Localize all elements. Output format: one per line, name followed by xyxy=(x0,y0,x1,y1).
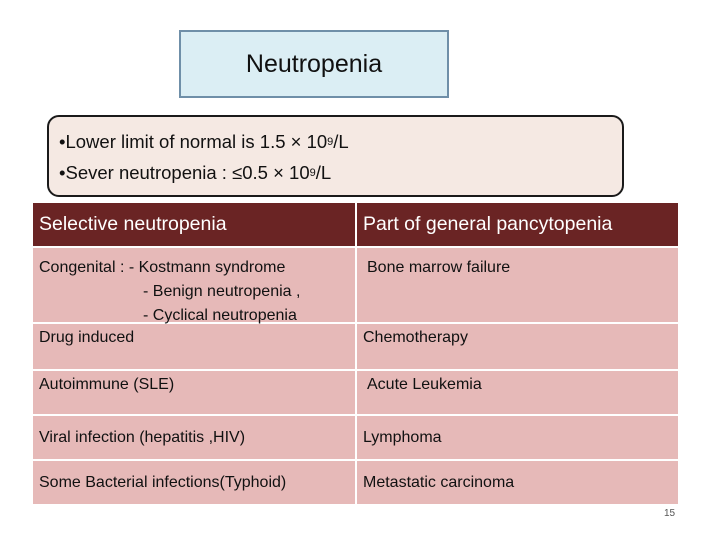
congenital-cell: Congenital : - Kostmann syndrome - Benig… xyxy=(33,248,355,324)
bone-marrow-failure-cell: Bone marrow failure xyxy=(355,248,678,322)
definition-line-lower-limit: •Lower limit of normal is 1.5 × 109/L xyxy=(59,131,349,152)
table-cell: Lymphoma xyxy=(355,416,678,459)
slide-title-box: Neutropenia xyxy=(179,30,449,98)
congenital-line: Congenital : - Kostmann syndrome xyxy=(39,259,286,276)
table-cell: Viral infection (hepatitis ,HIV) xyxy=(33,416,355,459)
congenital-line: - Benign neutropenia , xyxy=(143,283,301,300)
slide-title: Neutropenia xyxy=(245,49,383,78)
table-header-row: Selective neutropenia Part of general pa… xyxy=(33,203,678,248)
table-cell: Drug induced xyxy=(33,324,355,369)
table-row: Some Bacterial infections(Typhoid) Metas… xyxy=(33,461,678,506)
table-cell: Autoimmune (SLE) xyxy=(33,371,355,414)
definition-box: •Lower limit of normal is 1.5 × 109/L •S… xyxy=(47,115,624,197)
table-row: Autoimmune (SLE) Acute Leukemia xyxy=(33,371,678,416)
table-cell: Metastatic carcinoma xyxy=(355,461,678,504)
table-cell: Acute Leukemia xyxy=(355,371,678,414)
definition-line-severe: •Sever neutropenia : ≤0.5 × 109/L xyxy=(59,162,332,183)
page-number: 15 xyxy=(664,508,676,519)
table-cell: Chemotherapy xyxy=(355,324,678,369)
table-row: Drug induced Chemotherapy xyxy=(33,324,678,371)
table-row: Viral infection (hepatitis ,HIV) Lymphom… xyxy=(33,416,678,461)
table-cell: Some Bacterial infections(Typhoid) xyxy=(33,461,355,504)
table-row: Congenital : - Kostmann syndrome - Benig… xyxy=(33,248,678,324)
neutropenia-causes-table: Selective neutropenia Part of general pa… xyxy=(33,203,678,506)
header-selective-neutropenia: Selective neutropenia xyxy=(33,203,355,246)
congenital-line: - Cyclical neutropenia xyxy=(143,307,297,324)
header-general-pancytopenia: Part of general pancytopenia xyxy=(355,203,678,246)
